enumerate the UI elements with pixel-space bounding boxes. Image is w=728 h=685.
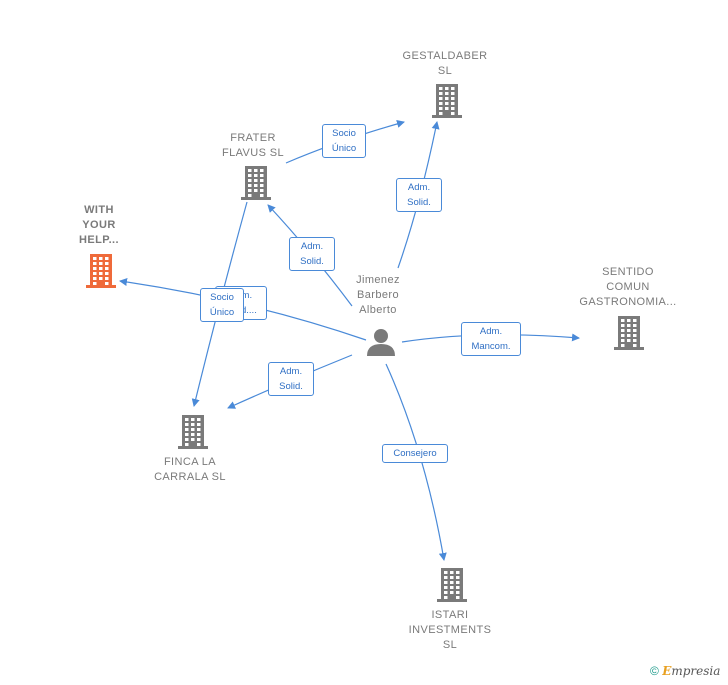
relation-label-person-istari[interactable]: Consejero	[382, 444, 448, 463]
relation-label-frater-finca[interactable]: Socio Único	[200, 288, 244, 322]
relation-label-person-frater[interactable]: Adm. Solid.	[289, 237, 335, 271]
company-label-frater[interactable]: FRATER FLAVUS SL	[221, 132, 285, 159]
footer-credit: © Empresia	[650, 664, 720, 678]
relation-label-person-gestaldaber[interactable]: Adm. Solid.	[396, 178, 442, 212]
company-label-finca[interactable]: FINCA LA CARRALA SL	[154, 456, 226, 483]
building-icon-frater[interactable]	[241, 166, 271, 200]
relation-label-person-finca[interactable]: Adm. Solid.	[268, 362, 314, 396]
company-label-with-your-help[interactable]: WITH YOUR HELP...	[79, 204, 119, 246]
building-icon-sentido[interactable]	[614, 316, 644, 350]
company-label-sentido[interactable]: SENTIDO COMUN GASTRONOMIA...	[579, 266, 677, 308]
person-label[interactable]: Jimenez Barbero Alberto	[356, 274, 400, 316]
building-icon-finca[interactable]	[178, 415, 208, 449]
empresia-logo: Empresia	[662, 664, 721, 678]
building-icon-with-your-help[interactable]	[86, 254, 116, 288]
person-icon[interactable]	[367, 329, 395, 356]
copyright-symbol: ©	[650, 664, 659, 678]
relation-label-frater-gestaldaber[interactable]: Socio Único	[322, 124, 366, 158]
relation-label-person-sentido[interactable]: Adm. Mancom.	[461, 322, 521, 356]
building-icon-gestaldaber[interactable]	[432, 84, 462, 118]
company-label-istari[interactable]: ISTARI INVESTMENTS SL	[408, 609, 492, 651]
building-icon-istari[interactable]	[437, 568, 467, 602]
company-label-gestaldaber[interactable]: GESTALDABER SL	[402, 50, 488, 77]
